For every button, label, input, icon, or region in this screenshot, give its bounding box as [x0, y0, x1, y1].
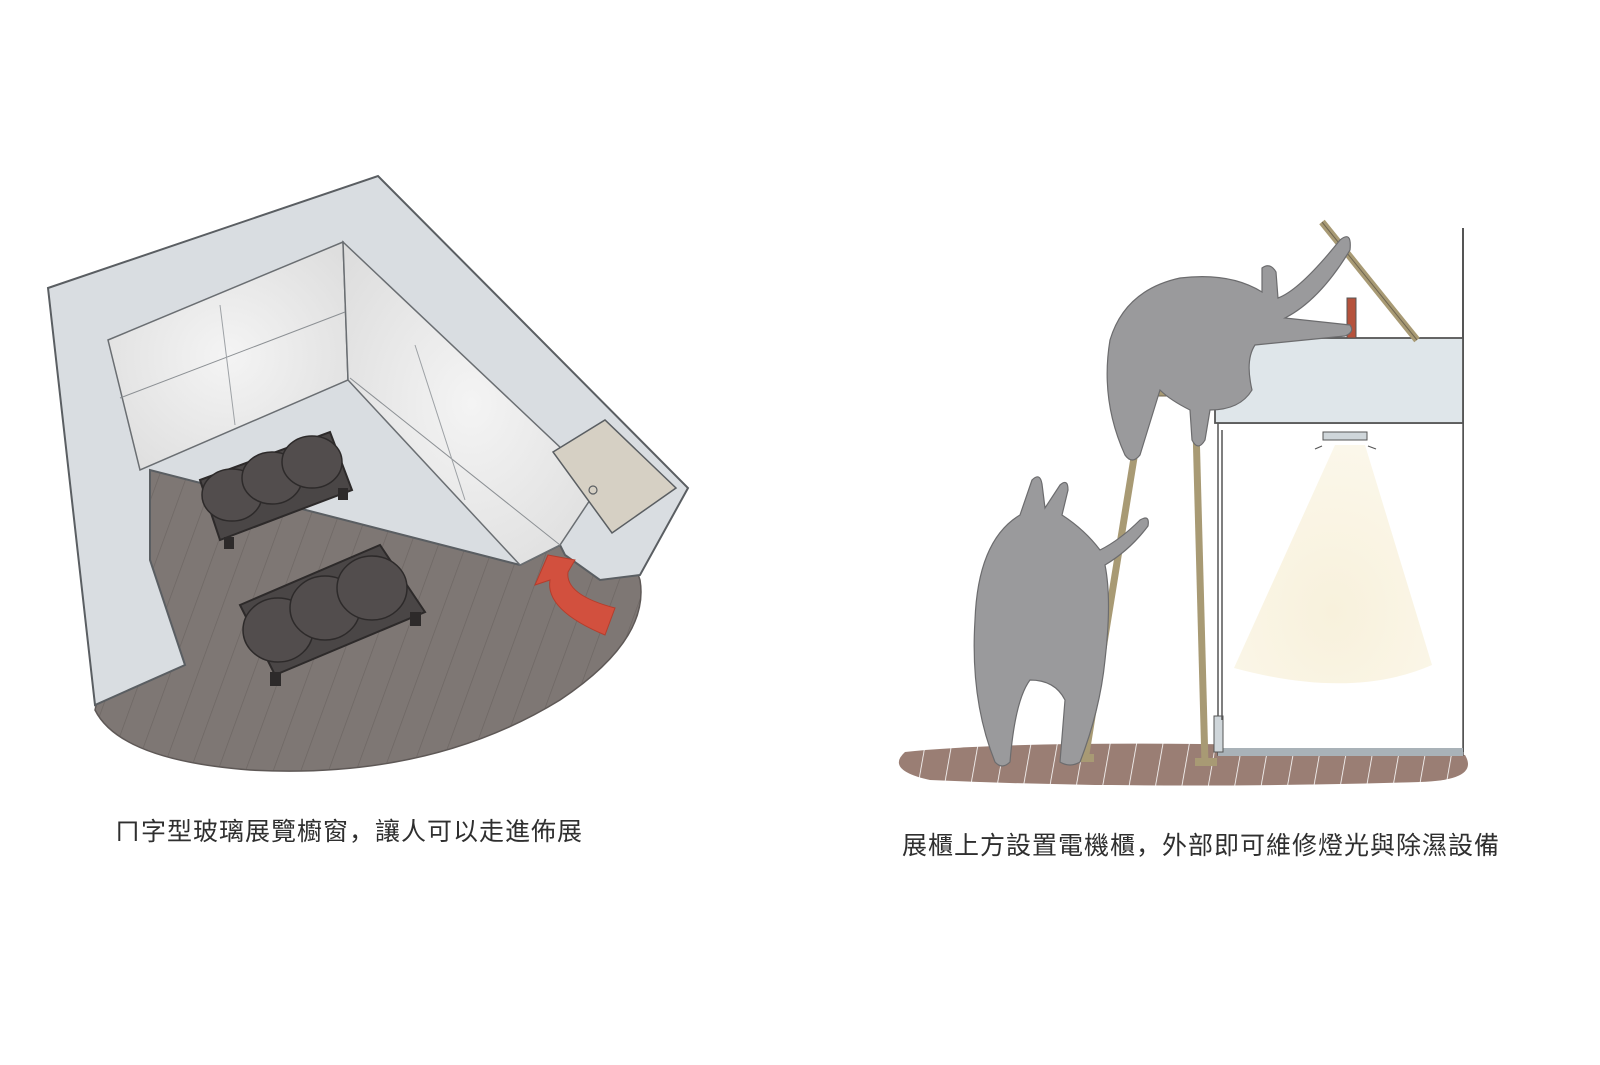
glass-panel-right: [342, 240, 601, 566]
bench-2: [238, 543, 427, 686]
light-beam: [1234, 445, 1432, 684]
bench-1: [198, 430, 354, 549]
caption-right: 展櫃上方設置電機櫃，外部即可維修燈光與除濕設備: [902, 831, 1501, 860]
caption-left: ㄇ字型玻璃展覽櫥窗，讓人可以走進佈展: [115, 817, 584, 846]
entry-arrow: [534, 554, 616, 636]
creature-standing: [973, 476, 1149, 767]
cabinet-door: [551, 419, 678, 535]
creature-climbing: [1106, 236, 1353, 461]
electrical-cabinet: [1214, 337, 1464, 424]
